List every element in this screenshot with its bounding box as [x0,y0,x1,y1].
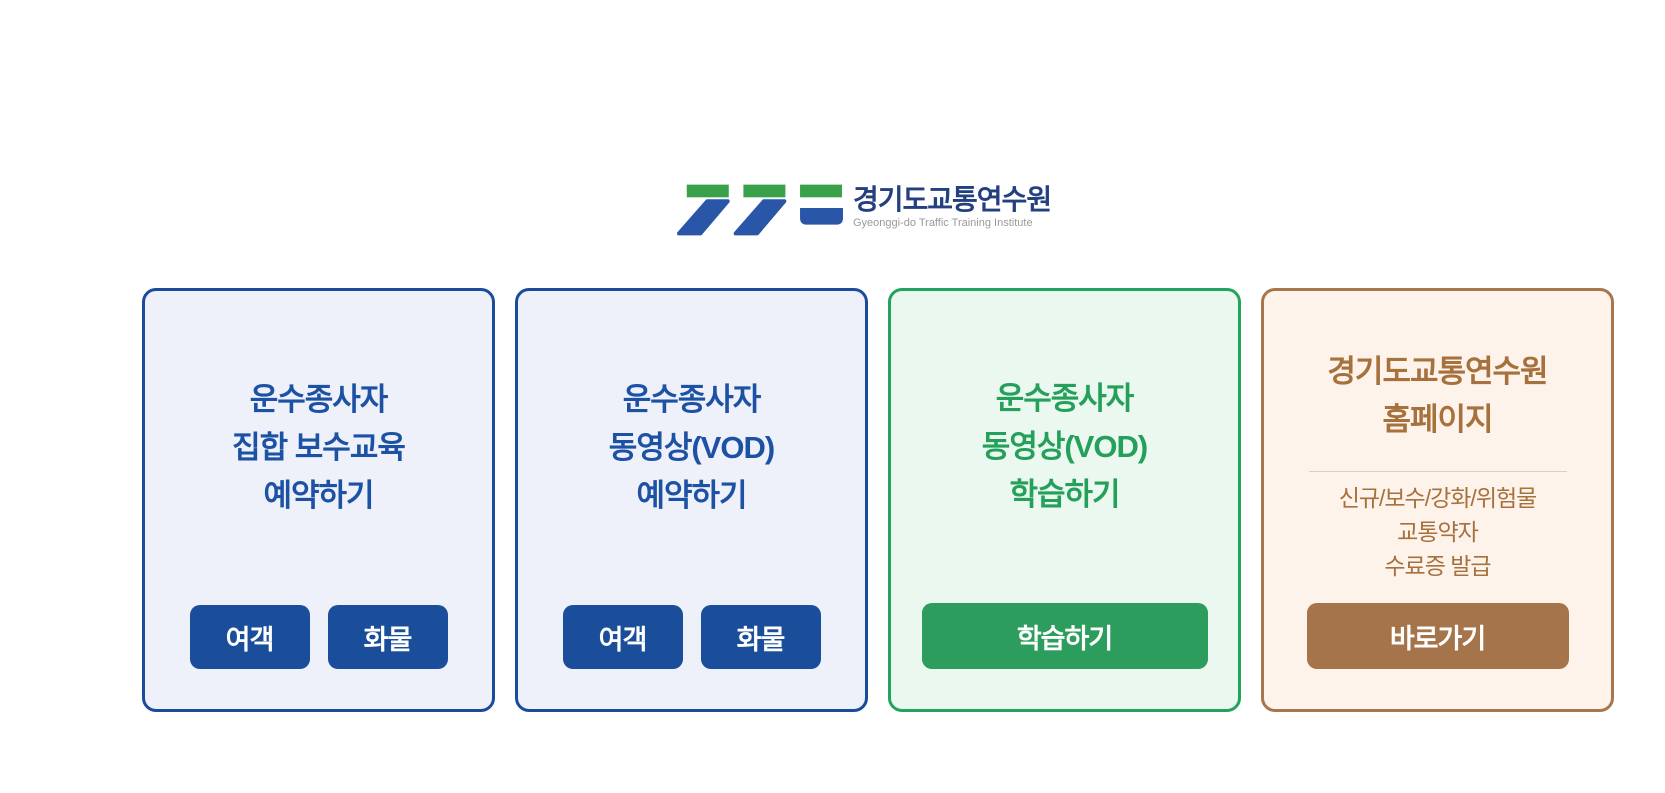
card-title-line: 동영상(VOD) [608,430,775,465]
card-button-row: 여객 화물 [562,605,821,669]
shortcut-cards-row: 운수종사자 집합 보수교육 예약하기 여객 화물 운수종사자 동영상(VOD) … [142,288,1614,712]
card-title-line: 집합 보수교육 [232,430,406,465]
card-vod-learning: 운수종사자 동영상(VOD) 학습하기 학습하기 [888,288,1241,712]
card-description-line: 교통약자 [1397,519,1479,545]
card-button-row: 여객 화물 [189,605,448,669]
passenger-button[interactable]: 여객 [562,605,683,669]
card-title-line: 운수종사자 [995,381,1135,416]
card-title-area: 운수종사자 동영상(VOD) 학습하기 [981,291,1148,603]
card-title: 경기도교통연수원 홈페이지 [1327,348,1548,444]
card-button-row: 바로가기 [1306,603,1569,669]
card-title-area: 경기도교통연수원 홈페이지 신규/보수/강화/위험물 교통약자 수료증 발급 [1308,291,1567,603]
logo-title: 경기도교통연수원 [853,184,1052,215]
card-title-line: 운수종사자 [249,382,389,417]
card-title-line: 예약하기 [263,478,374,513]
card-title-area: 운수종사자 집합 보수교육 예약하기 [232,291,406,605]
card-description: 신규/보수/강화/위험물 교통약자 수료증 발급 [1338,481,1538,583]
card-description-line: 수료증 발급 [1384,553,1491,579]
card-homepage-link: 경기도교통연수원 홈페이지 신규/보수/강화/위험물 교통약자 수료증 발급 바… [1261,288,1614,712]
card-title: 운수종사자 동영상(VOD) 예약하기 [608,376,775,520]
card-title: 운수종사자 집합 보수교육 예약하기 [232,376,406,520]
card-title-line: 홈페이지 [1382,402,1493,437]
go-to-homepage-button[interactable]: 바로가기 [1306,603,1569,669]
card-title-line: 예약하기 [636,478,747,513]
traffic-institute-logo-mark-icon [677,184,843,237]
logo-subtitle: Gyeonggi-do Traffic Training Institute [853,217,1033,229]
card-vod-reservation: 운수종사자 동영상(VOD) 예약하기 여객 화물 [515,288,868,712]
card-description-line: 신규/보수/강화/위험물 [1338,485,1538,511]
divider [1308,471,1567,472]
freight-button[interactable]: 화물 [700,605,821,669]
card-title-area: 운수종사자 동영상(VOD) 예약하기 [608,291,775,605]
card-title-line: 경기도교통연수원 [1327,354,1548,389]
card-title: 운수종사자 동영상(VOD) 학습하기 [981,375,1148,519]
learn-button[interactable]: 학습하기 [921,603,1208,669]
card-title-line: 동영상(VOD) [981,429,1148,464]
passenger-button[interactable]: 여객 [189,605,310,669]
card-button-row: 학습하기 [921,603,1208,669]
site-logo: 경기도교통연수원 Gyeonggi-do Traffic Training In… [677,184,1052,237]
card-title-line: 학습하기 [1009,477,1120,512]
logo-text: 경기도교통연수원 Gyeonggi-do Traffic Training In… [853,184,1052,230]
freight-button[interactable]: 화물 [327,605,448,669]
card-onsite-training-reservation: 운수종사자 집합 보수교육 예약하기 여객 화물 [142,288,495,712]
card-title-line: 운수종사자 [622,382,762,417]
